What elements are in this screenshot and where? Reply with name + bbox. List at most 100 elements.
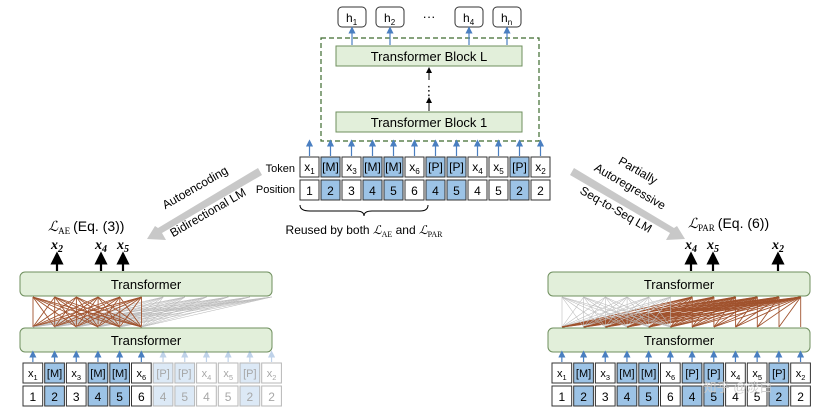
position-value: 5 (390, 184, 397, 198)
token-cell: x3 (65, 350, 87, 384)
token-cell: [M] (320, 139, 341, 178)
position-cell: 1 (299, 179, 320, 201)
position-cell: 4 (616, 385, 638, 407)
position-cell: 2 (790, 385, 811, 407)
position-value: 1 (559, 390, 566, 404)
token-text: [P] (772, 368, 785, 380)
position-value: 4 (474, 184, 481, 198)
position-cell: 4 (467, 179, 488, 201)
token-cell: x5 (746, 350, 768, 384)
output-token: x5 (116, 238, 130, 271)
position-cell: 4 (87, 385, 109, 407)
token-cell: [P] (768, 350, 790, 384)
position-cell: 4 (152, 385, 174, 407)
attention-line (713, 296, 736, 328)
position-cell: 6 (660, 385, 681, 407)
token-text: x2 (535, 160, 546, 176)
position-value: 5 (495, 184, 502, 198)
output-token: x5 (706, 238, 720, 271)
position-cell: 4 (681, 385, 703, 407)
position-cell: 2 (530, 179, 551, 201)
position-value: 2 (516, 184, 523, 198)
top-stack: Transformer Block L Transformer Block 1 … (320, 6, 540, 142)
attention-line (626, 296, 671, 328)
output-token: x2 (771, 238, 785, 271)
token-text: x1 (28, 368, 38, 382)
position-cell: 2 (573, 385, 594, 407)
token-cell: x3 (594, 350, 616, 384)
position-cell: 3 (65, 385, 87, 407)
token-cell: [M] (109, 350, 131, 384)
right-objective-arrow: Partially Autoregressive Seq-to-Seq LM (570, 154, 685, 240)
token-text: [M] (641, 368, 656, 380)
svg-text:x2: x2 (50, 238, 63, 255)
token-cell: [M] (573, 350, 594, 384)
position-value: 4 (95, 390, 102, 404)
right-attention-lines (561, 296, 802, 328)
position-cell: 2 (320, 179, 341, 201)
token-cell: x4 (467, 139, 488, 178)
token-text: [M] (322, 160, 339, 174)
token-text: x6 (409, 160, 420, 176)
transformer-block-1 (335, 111, 523, 133)
position-value: 4 (160, 390, 167, 404)
output-h2: h2 (375, 6, 405, 28)
token-cell: [M] (44, 350, 65, 384)
position-value: 2 (51, 390, 58, 404)
attention-line (141, 296, 272, 328)
transformer-block-l (335, 45, 523, 67)
left-loss-label: ℒAE(Eq. (3)) (48, 218, 124, 236)
attention-line (32, 296, 77, 328)
attention-line (32, 296, 142, 328)
position-cell: 2 (261, 385, 282, 407)
attention-line (141, 296, 229, 328)
attention-line (583, 296, 671, 328)
position-value: 5 (453, 184, 460, 198)
svg-text:h2: h2 (384, 11, 396, 27)
left-lower-transformer (19, 327, 273, 353)
token-cell: x2 (530, 139, 551, 178)
token-cell: x1 (299, 139, 320, 178)
reused-brace (299, 204, 429, 217)
token-cell: [M] (383, 139, 404, 178)
attention-line (605, 296, 671, 328)
right-upper-transformer-label: Transformer (644, 277, 715, 292)
dashed-stack-frame (320, 37, 540, 142)
attention-line (561, 296, 584, 328)
token-cell: [P] (239, 350, 261, 384)
position-cell: 2 (239, 385, 261, 407)
attention-line (141, 296, 164, 328)
position-value: 4 (732, 390, 739, 404)
position-cell: 2 (768, 385, 790, 407)
token-text: x4 (731, 368, 741, 382)
position-cell: 5 (446, 179, 467, 201)
attention-line (54, 296, 142, 328)
token-text: x3 (71, 368, 81, 382)
token-cell: [P] (174, 350, 196, 384)
token-cell: x6 (404, 139, 425, 178)
position-value: 4 (369, 184, 376, 198)
attention-line (691, 296, 715, 328)
left-attention-lines (32, 296, 272, 328)
attention-line (561, 296, 606, 328)
token-cell: [M] (638, 350, 659, 384)
position-value: 2 (268, 390, 275, 404)
attention-line (561, 296, 671, 328)
position-value: 2 (580, 390, 587, 404)
token-cell: [M] (362, 139, 383, 178)
position-value: 4 (624, 390, 631, 404)
right-upper-transformer (547, 271, 811, 297)
token-cell: x2 (790, 350, 811, 384)
token-row-label: Token (266, 163, 295, 175)
token-text: [P] (685, 368, 698, 380)
attention-line (561, 296, 628, 328)
attention-line (670, 296, 693, 328)
token-text: x4 (202, 368, 212, 382)
position-value: 1 (30, 390, 37, 404)
position-cell: 3 (341, 179, 362, 201)
token-cell: x5 (217, 350, 239, 384)
